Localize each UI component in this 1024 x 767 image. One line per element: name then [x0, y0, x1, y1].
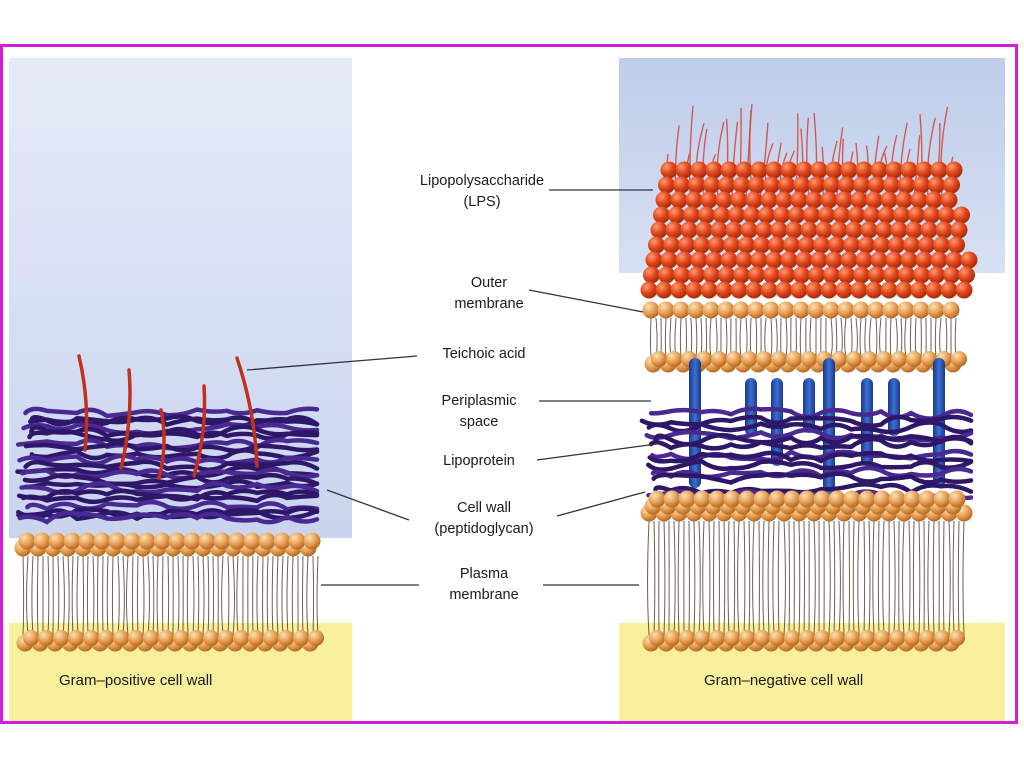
leader-cell-wall-left — [327, 490, 409, 520]
label-cell-wall-line2: (peptidoglycan) — [409, 519, 559, 540]
gram-positive-peptidoglycan — [17, 409, 317, 522]
label-outer-membrane-line1: Outer — [439, 273, 539, 294]
label-cell-wall-line1: Cell wall — [409, 498, 559, 519]
label-plasma-line1: Plasma — [429, 564, 539, 585]
leader-teichoic-acid — [247, 356, 417, 370]
label-lipoprotein: Lipoprotein — [424, 451, 534, 472]
label-periplasmic-space: Periplasmic space — [424, 391, 534, 433]
diagram-frame: Lipopolysaccharide (LPS) Outer membrane … — [0, 44, 1018, 724]
lps-heads — [641, 162, 978, 299]
gram-negative-plasma-membrane — [641, 491, 973, 652]
label-plasma-line2: membrane — [429, 585, 539, 606]
label-periplasmic-line1: Periplasmic — [424, 391, 534, 412]
label-lps-line1: Lipopolysaccharide — [402, 171, 562, 192]
caption-gram-negative: Gram–negative cell wall — [704, 672, 863, 689]
gram-positive-plasma-membrane — [15, 533, 325, 652]
label-plasma-membrane: Plasma membrane — [429, 564, 539, 606]
label-teichoic-acid: Teichoic acid — [419, 344, 549, 365]
label-cell-wall: Cell wall (peptidoglycan) — [409, 498, 559, 540]
diagram-illustration — [9, 58, 1005, 721]
label-lps: Lipopolysaccharide (LPS) — [402, 171, 562, 213]
leader-outer-membrane — [529, 290, 643, 312]
label-outer-membrane-line2: membrane — [439, 294, 539, 315]
diagram-canvas: Lipopolysaccharide (LPS) Outer membrane … — [9, 58, 1005, 721]
label-lps-line2: (LPS) — [402, 192, 562, 213]
label-periplasmic-line2: space — [424, 412, 534, 433]
leader-cell-wall-right — [557, 492, 645, 516]
label-outer-membrane: Outer membrane — [439, 273, 539, 315]
caption-gram-positive: Gram–positive cell wall — [59, 672, 212, 689]
leader-lipoprotein — [537, 443, 664, 460]
